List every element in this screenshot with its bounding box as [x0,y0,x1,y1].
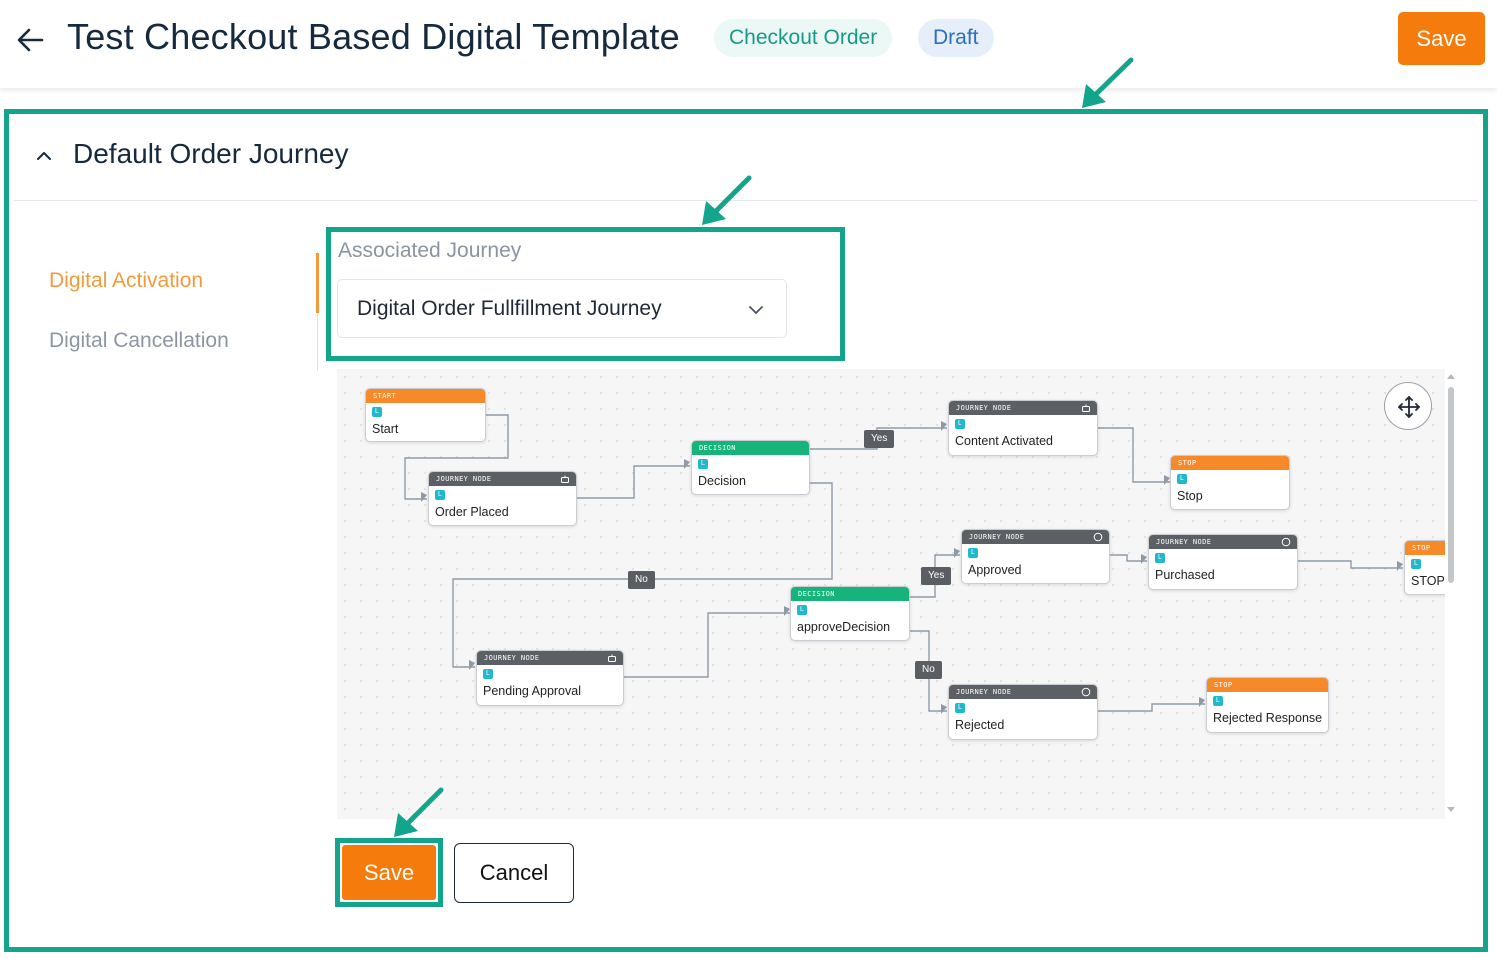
robot-icon [608,654,616,662]
node-type-label: JOURNEY NODE [949,401,1097,415]
wire-purchased-stop [1298,560,1403,569]
flow-node-rejected-response[interactable]: STOP L Rejected Response [1206,677,1329,733]
move-arrows-icon [1398,396,1420,418]
node-label: STOP [1411,574,1445,588]
node-tag-icon: L [1155,553,1165,563]
edge-label-approve-yes: Yes [921,567,952,585]
node-type-label: JOURNEY NODE [429,472,576,486]
node-label: Approved [968,563,1022,577]
node-tag-icon: L [797,605,807,615]
chevron-up-icon[interactable] [34,146,54,166]
node-label: Order Placed [435,505,509,519]
wire-pending-approve [624,612,790,678]
flow-node-order-placed[interactable]: JOURNEY NODE L Order Placed [428,471,577,526]
node-type-label: START [366,389,485,403]
tab-digital-activation[interactable]: Digital Activation [49,269,204,292]
node-label: Start [372,422,399,436]
pointer-arrow-icon [1082,57,1134,108]
node-type-label: STOP [1171,456,1289,470]
section-title: Default Order Journey [73,138,349,169]
pointer-arrow-icon [394,787,444,837]
header-save-button[interactable]: Save [1398,12,1485,65]
associated-journey-label: Associated Journey [338,239,522,262]
pointer-arrow-icon [702,175,752,225]
journey-flow-canvas[interactable]: Yes No Yes No START L Start JOURNEY NODE… [337,369,1445,819]
flow-node-content-activated[interactable]: JOURNEY NODE L Content Activated [948,400,1098,456]
node-type-label: DECISION [692,441,809,455]
flow-node-rejected[interactable]: JOURNEY NODE L Rejected [948,684,1098,740]
node-tag-icon: L [1213,696,1223,706]
node-tag-icon: L [372,407,382,417]
flow-node-approve-decision[interactable]: DECISION L approveDecision [790,586,910,641]
node-label: Purchased [1155,568,1215,582]
node-tag-icon: L [955,419,965,429]
page-title: Test Checkout Based Digital Template [67,16,680,57]
status-badge: Draft [918,19,994,57]
node-tag-icon: L [1411,559,1421,569]
associated-journey-select[interactable]: Digital Order Fullfillment Journey [337,279,787,338]
emoji-icon [1093,532,1103,542]
template-type-badge: Checkout Order [714,19,893,57]
node-type-label: STOP [1405,541,1445,555]
associated-journey-value: Digital Order Fullfillment Journey [357,297,662,320]
node-tag-icon: L [698,459,708,469]
node-label: Rejected [955,718,1005,732]
flow-node-stop[interactable]: STOP L Stop [1170,455,1290,510]
flow-node-start[interactable]: START L Start [365,388,486,442]
top-header: Test Checkout Based Digital Template Che… [0,0,1497,88]
edge-label-approve-no: No [915,661,942,679]
node-type-label: JOURNEY NODE [949,685,1097,699]
node-tag-icon: L [1177,474,1187,484]
journey-section-header[interactable]: Default Order Journey [14,118,1478,201]
wire-approved-purchased [1110,554,1147,562]
node-label: Pending Approval [483,684,581,698]
edge-label-decision-no: No [628,571,655,589]
node-tag-icon: L [483,669,493,679]
node-label: approveDecision [797,620,891,634]
scroll-down-icon[interactable] [1447,807,1455,812]
node-label: Stop [1177,489,1203,503]
flow-node-stop-partial[interactable]: STOP L STOP [1404,540,1445,595]
wire-rejected-response [1098,703,1205,712]
node-type-label: STOP [1207,678,1328,692]
node-type-label: JOURNEY NODE [962,530,1109,544]
node-tag-icon: L [955,703,965,713]
flow-node-decision[interactable]: DECISION L Decision [691,440,810,495]
save-button[interactable]: Save [342,845,436,900]
chevron-down-icon [749,306,763,314]
flow-node-purchased[interactable]: JOURNEY NODE L Purchased [1148,534,1298,590]
scroll-up-icon[interactable] [1447,374,1455,379]
robot-icon [1082,404,1090,412]
robot-icon [561,475,569,483]
flow-node-pending-approval[interactable]: JOURNEY NODE L Pending Approval [476,650,624,706]
canvas-scrollbar[interactable] [1445,369,1459,819]
node-type-label: JOURNEY NODE [477,651,623,665]
tab-digital-cancellation[interactable]: Digital Cancellation [49,329,229,352]
node-label: Decision [698,474,746,488]
flow-node-approved[interactable]: JOURNEY NODE L Approved [961,529,1110,584]
node-tag-icon: L [435,490,445,500]
node-label: Rejected Response [1213,711,1323,725]
wire-content-stop [1098,427,1170,483]
emoji-icon [1281,537,1291,547]
fit-view-button[interactable] [1384,382,1432,430]
wire-orderplaced-decision [577,465,690,499]
node-label: Content Activated [955,434,1053,448]
scroll-thumb[interactable] [1448,387,1454,583]
node-tag-icon: L [968,548,978,558]
active-tab-indicator [316,253,319,313]
cancel-button[interactable]: Cancel [454,843,574,903]
edge-label-decision-yes: Yes [864,430,895,448]
node-type-label: DECISION [791,587,909,601]
wire-start-orderplaced [404,414,509,500]
node-type-label: JOURNEY NODE [1149,535,1297,549]
emoji-icon [1081,687,1091,697]
back-arrow-icon[interactable] [14,24,46,56]
